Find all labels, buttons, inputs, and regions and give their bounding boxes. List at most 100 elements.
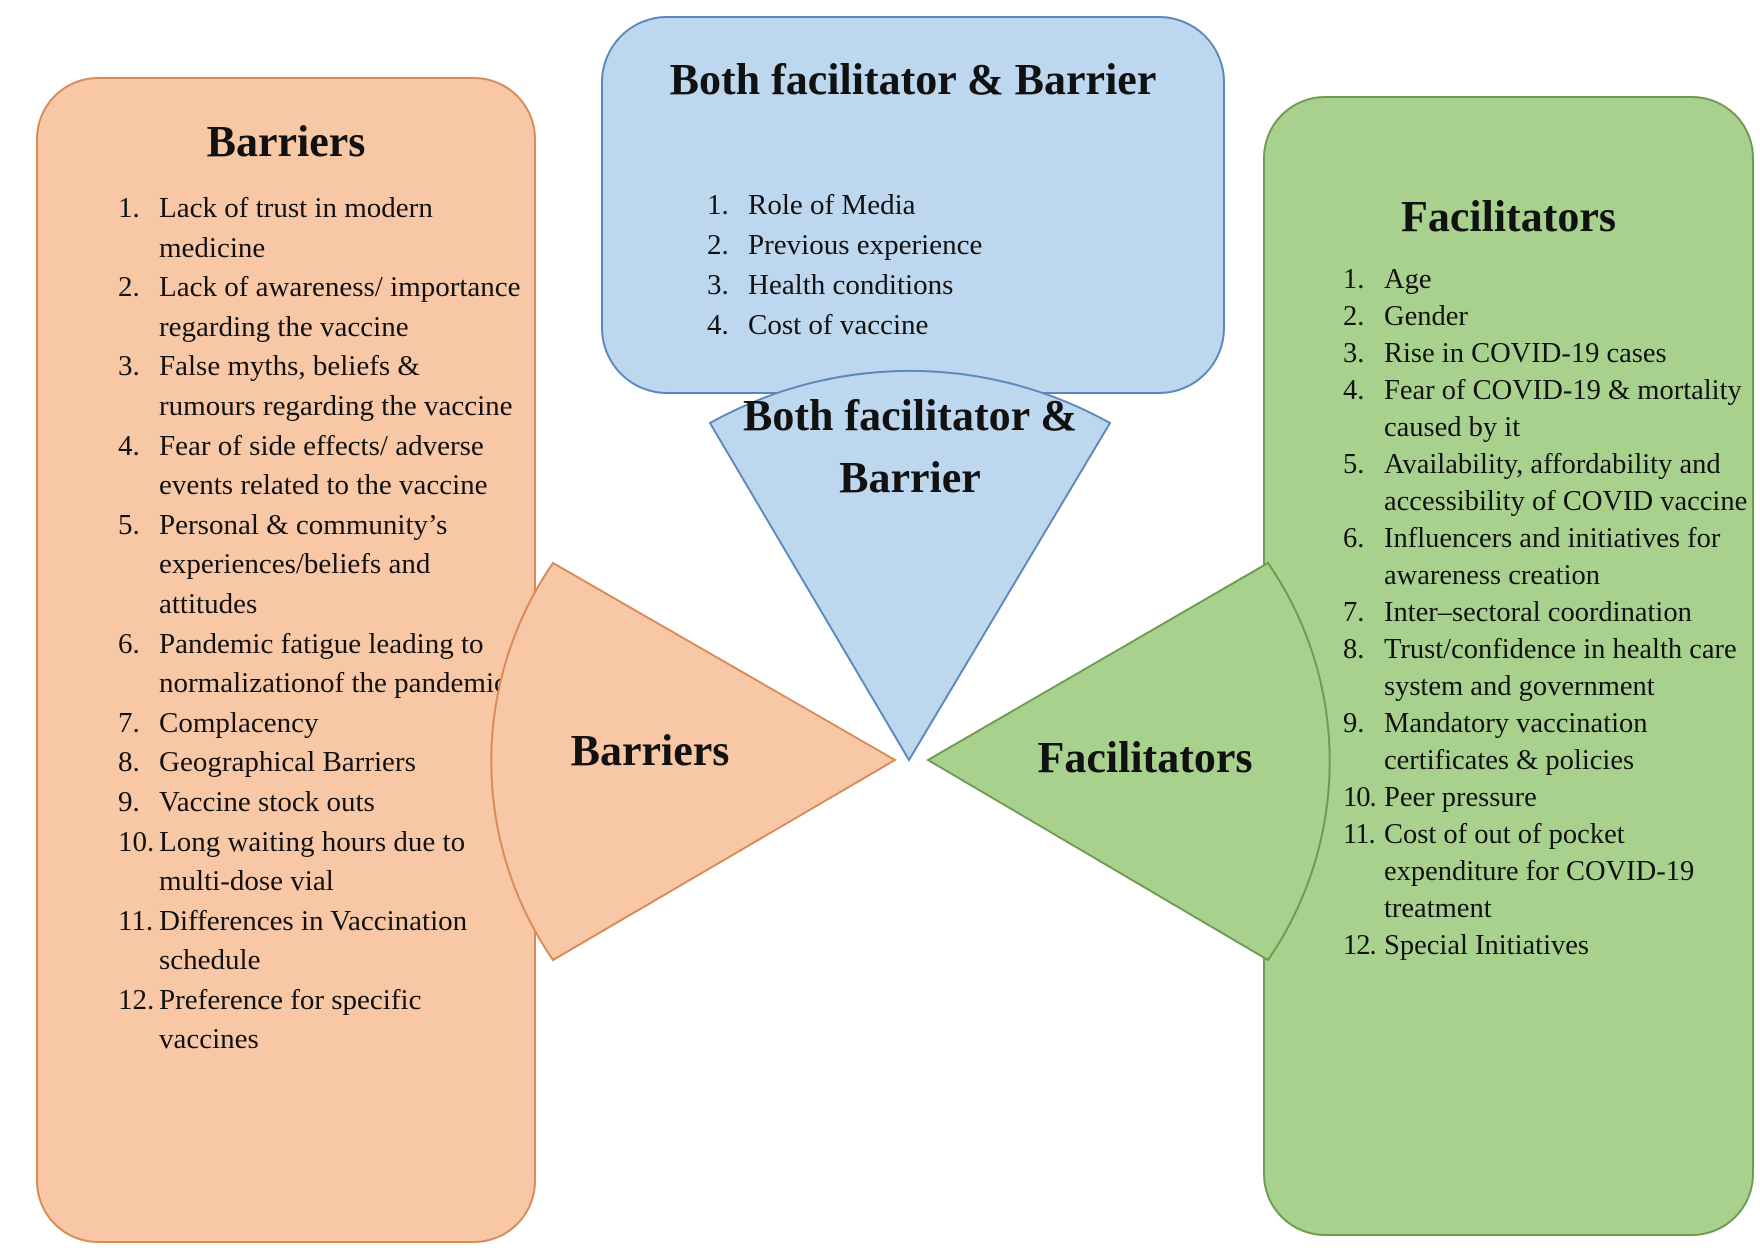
- list-item-text: Inter–sectoral coordination: [1384, 597, 1692, 628]
- facilitators-panel-title: Facilitators: [1400, 192, 1617, 241]
- list-item: 5. Personal & community’s experiences/bel…: [118, 506, 523, 625]
- list-item-number: 10.: [118, 825, 155, 858]
- list-item-text: Geographical Barriers: [159, 746, 416, 779]
- list-item-number: 4.: [707, 309, 729, 341]
- list-item: 10.Long waiting hours due to multi-dose …: [118, 823, 523, 902]
- list-item-number: 2.: [118, 271, 140, 304]
- barriers-wedge-label: Barriers: [570, 726, 730, 775]
- list-item-text: Gender: [1384, 301, 1468, 332]
- barriers-panel: Barriers 1. Lack of trust in modern medic…: [36, 77, 536, 1243]
- list-item: 9. Vaccine stock outs: [118, 783, 523, 823]
- list-item-text: Cost of vaccine: [748, 309, 929, 341]
- facilitators-list: 1. Age 2. Gender 3. Rise in COVID-19 cases 4. F…: [1343, 261, 1753, 964]
- list-item-number: 3.: [1343, 338, 1365, 369]
- barriers-wedge: [490, 561, 897, 962]
- both-panel-title: Both facilitator & Barrier: [669, 55, 1157, 104]
- list-item: 6. Influencers and initiatives for awaren…: [1343, 520, 1753, 594]
- list-item: 3. Health conditions: [707, 265, 1207, 305]
- list-item-text: Lack of awareness/ importance regarding …: [159, 271, 521, 343]
- list-item: 3. Rise in COVID-19 cases: [1343, 335, 1753, 372]
- list-item-number: 4.: [118, 429, 140, 462]
- list-item: 5. Availability, affordability and access…: [1343, 446, 1753, 520]
- list-item-number: 2.: [1343, 301, 1365, 332]
- facilitators-wedge: [926, 561, 1331, 962]
- list-item: 2. Lack of awareness/ importance regardin…: [118, 268, 523, 347]
- list-item-text: Pandemic fatigue leading to normalizatio…: [159, 627, 507, 700]
- list-item-text: Age: [1384, 264, 1432, 295]
- both-panel: Both facilitator & Barrier 1. Role of Med…: [601, 16, 1225, 394]
- list-item-text: Availability, affordability and accessib…: [1384, 449, 1748, 517]
- list-item-text: Preference for specific vaccines: [159, 983, 422, 1056]
- list-item-number: 6.: [1343, 523, 1365, 554]
- list-item-number: 11.: [1343, 819, 1376, 850]
- list-item: 9. Mandatory vaccination certificates & p…: [1343, 705, 1753, 779]
- list-item-text: Differences in Vaccination schedule: [159, 904, 468, 977]
- list-item-number: 5.: [1343, 449, 1365, 480]
- list-item-number: 7.: [118, 706, 140, 739]
- list-item: 2. Gender: [1343, 298, 1753, 335]
- list-item-number: 1.: [707, 189, 729, 221]
- list-item: 12.Preference for specific vaccines: [118, 981, 523, 1060]
- list-item-text: Role of Media: [748, 189, 916, 221]
- barriers-panel-title: Barriers: [206, 117, 366, 166]
- list-item-number: 10.: [1343, 782, 1377, 813]
- list-item-text: Fear of COVID-19 & mortality caused by i…: [1384, 375, 1742, 443]
- both-wedge-label: Both facilitator & Barrier: [742, 391, 1078, 502]
- list-item: 7. Inter–sectoral coordination: [1343, 594, 1753, 631]
- list-item-number: 1.: [118, 192, 140, 224]
- list-item-number: 9.: [1343, 708, 1365, 739]
- list-item-text: Vaccine stock outs: [159, 785, 375, 818]
- list-item-text: Previous experience: [748, 229, 983, 261]
- list-item: 3. False myths, beliefs & rumours regardi…: [118, 347, 523, 426]
- list-item-number: 6.: [118, 627, 140, 660]
- list-item: 4. Fear of COVID-19 & mortality caused by…: [1343, 372, 1753, 446]
- list-item-text: Special Initiatives: [1384, 930, 1589, 961]
- list-item-number: 1.: [1343, 264, 1365, 295]
- list-item: 12.Special Initiatives: [1343, 927, 1753, 964]
- list-item-text: Fear of side effects/ adverse events rel…: [159, 429, 488, 502]
- list-item-number: 3.: [707, 269, 729, 301]
- both-wedge: [708, 369, 1112, 762]
- list-item-number: 4.: [1343, 375, 1365, 406]
- list-item: 8. Geographical Barriers: [118, 743, 523, 783]
- list-item: 2. Previous experience: [707, 225, 1207, 265]
- list-item: 11.Differences in Vaccination schedule: [118, 902, 523, 981]
- list-item: 4. Fear of side effects/ adverse events r…: [118, 427, 523, 506]
- list-item-number: 7.: [1343, 597, 1365, 628]
- list-item: 4. Cost of vaccine: [707, 305, 1207, 345]
- list-item-number: 12.: [118, 983, 155, 1016]
- list-item-number: 3.: [118, 350, 140, 383]
- both-list: 1. Role of Media 2. Previous experience 3. He…: [707, 185, 1207, 345]
- list-item: 1. Role of Media: [707, 185, 1207, 225]
- list-item-number: 2.: [707, 229, 729, 261]
- list-item-number: 5.: [118, 508, 140, 541]
- list-item-text: Long waiting hours due to multi-dose via…: [159, 825, 466, 898]
- list-item-text: Cost of out of pocket expenditure for CO…: [1384, 819, 1695, 924]
- list-item-text: Lack of trust in modern medicine: [159, 192, 433, 264]
- list-item-number: 8.: [1343, 634, 1365, 665]
- facilitators-panel: Facilitators 1. Age 2. Gender 3. Rise in COVI…: [1263, 96, 1754, 1236]
- list-item: 8. Trust/confidence in health care system…: [1343, 631, 1753, 705]
- list-item: 10.Peer pressure: [1343, 779, 1753, 816]
- list-item-number: 8.: [118, 746, 140, 779]
- list-item-number: 9.: [118, 785, 140, 818]
- barriers-list: 1. Lack of trust in modern medicine 2. Lack…: [118, 189, 523, 1060]
- list-item: 11. Cost of out of pocket expenditure for…: [1343, 816, 1753, 927]
- list-item-text: Complacency: [159, 706, 319, 739]
- list-item-text: Health conditions: [748, 269, 954, 301]
- list-item-text: Personal & community’s experiences/belie…: [159, 508, 448, 620]
- list-item: 1. Age: [1343, 261, 1753, 298]
- facilitators-wedge-label: Facilitators: [1037, 733, 1253, 782]
- list-item-number: 12.: [1343, 930, 1377, 961]
- list-item-number: 11.: [118, 904, 154, 937]
- list-item-text: Trust/confidence in health care system a…: [1384, 634, 1737, 702]
- list-item-text: Mandatory vaccination certificates & pol…: [1384, 708, 1648, 776]
- list-item-text: Rise in COVID-19 cases: [1384, 338, 1667, 369]
- list-item-text: Influencers and initiatives for awarenes…: [1384, 523, 1721, 591]
- list-item: 6. Pandemic fatigue leading to normalizat…: [118, 625, 523, 704]
- list-item: 1. Lack of trust in modern medicine: [118, 189, 523, 268]
- list-item: 7. Complacency: [118, 704, 523, 744]
- list-item-text: False myths, beliefs & rumours regarding…: [159, 350, 513, 422]
- list-item-text: Peer pressure: [1384, 782, 1537, 813]
